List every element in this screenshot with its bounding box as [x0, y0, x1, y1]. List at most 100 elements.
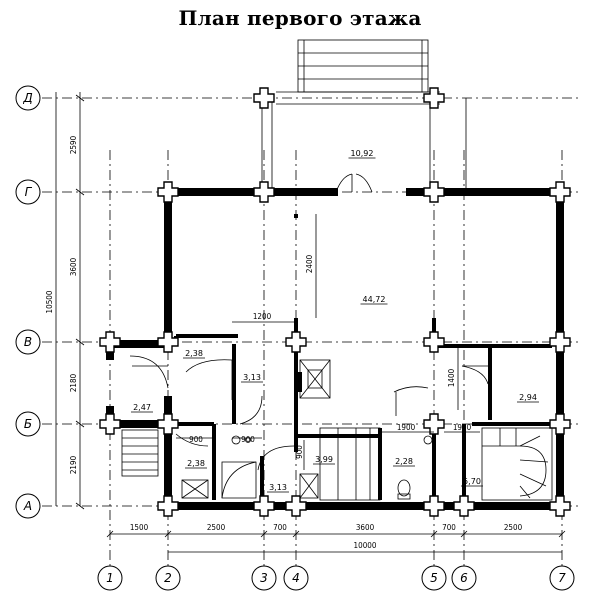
axis-label-col: 5 — [430, 571, 438, 585]
room-area-label: 3,13 — [269, 483, 287, 492]
axis-bubble-row — [15, 493, 41, 519]
stove — [299, 359, 331, 399]
vertical-dim-label: 3600 — [69, 257, 78, 276]
log-corner — [549, 495, 571, 517]
log-corners — [99, 87, 571, 517]
terrace-frame — [261, 91, 467, 192]
axis-bubble-row — [15, 85, 41, 111]
axis-label-col: 7 — [558, 571, 566, 585]
axis-label-row: Г — [25, 185, 33, 199]
log-corner — [423, 331, 445, 353]
stairs-entrance — [121, 429, 159, 477]
log-corner — [99, 413, 121, 435]
horizontal-dim-label: 2500 — [207, 523, 226, 532]
dim-tick — [75, 94, 85, 102]
overall-horizontal-dim: 10000 — [354, 541, 377, 550]
axis-label-col: 2 — [164, 571, 172, 585]
axis-bubble-col — [549, 565, 575, 591]
dim-tick — [75, 502, 85, 510]
axis-label-col: 1 — [106, 571, 114, 585]
axis-bubble-col — [421, 565, 447, 591]
log-corner — [157, 413, 179, 435]
axis-bubble-col — [283, 565, 309, 591]
log-corner — [423, 413, 445, 435]
porch-steps — [297, 39, 429, 93]
inner-dim-label: 1200 — [253, 312, 272, 321]
axis-bubble-row — [15, 179, 41, 205]
log-corner — [549, 331, 571, 353]
log-corner — [549, 181, 571, 203]
dim-tick — [106, 530, 114, 538]
axis-bubbles: Д Г В Б А 1 2 3 4 5 6 7 — [15, 85, 575, 591]
axis-bubble-row — [15, 329, 41, 355]
axis-label-row: Б — [24, 417, 32, 431]
overall-vertical-dim: 10500 — [45, 290, 54, 313]
horizontal-dim-label: 1500 — [130, 523, 149, 532]
inner-dim-label: 1900 — [397, 423, 416, 432]
room-area-label: 5,70 — [463, 477, 481, 486]
horizontal-dim-label: 2500 — [504, 523, 523, 532]
room-areas: 10,92 44,72 2,38 3,13 2,47 2,38 3,13 3,99 2,28 5,… — [131, 149, 539, 493]
log-corner — [423, 181, 445, 203]
log-corner — [157, 181, 179, 203]
dim-tick — [460, 530, 468, 538]
doors — [129, 173, 489, 471]
log-corner — [253, 87, 275, 109]
exterior-walls — [106, 188, 564, 510]
dim-tick — [164, 530, 172, 538]
axis-bubble-col — [155, 565, 181, 591]
inner-dim-label: 2400 — [305, 254, 314, 273]
inner-dim-label: 900 — [241, 435, 255, 444]
log-corner — [453, 495, 475, 517]
log-corner — [99, 331, 121, 353]
log-corner — [423, 87, 445, 109]
inner-dim-label: 900 — [295, 445, 304, 459]
bath-fixtures — [181, 435, 433, 500]
log-corner — [157, 495, 179, 517]
log-corner — [285, 495, 307, 517]
dim-tick — [75, 338, 85, 346]
log-corner — [157, 331, 179, 353]
axis-label-row: А — [23, 499, 32, 513]
inner-dim-label: 1400 — [447, 368, 456, 387]
room-area-label: 10,92 — [351, 149, 374, 158]
room-area-label: 2,47 — [133, 403, 151, 412]
inner-dim-label: 1900 — [453, 423, 472, 432]
plan-title: План первого этажа — [178, 6, 422, 30]
dim-tick — [260, 530, 268, 538]
log-corner — [253, 181, 275, 203]
stairs-spiral — [481, 427, 553, 501]
axis-bubble-col — [97, 565, 123, 591]
dim-tick — [75, 188, 85, 196]
vertical-dim-label: 2590 — [69, 135, 78, 154]
room-area-label: 44,72 — [363, 295, 386, 304]
room-area-label: 2,38 — [185, 349, 203, 358]
axis-label-row: В — [24, 335, 32, 349]
axis-bubble-col — [451, 565, 477, 591]
axis-label-row: Д — [22, 91, 32, 105]
room-area-label: 2,28 — [395, 457, 413, 466]
room-area-label: 2,38 — [187, 459, 205, 468]
axis-bubble-col — [251, 565, 277, 591]
horizontal-dim-label: 3600 — [356, 523, 375, 532]
dim-tick — [292, 530, 300, 538]
room-area-label: 2,94 — [519, 393, 537, 402]
axis-label-col: 6 — [460, 571, 468, 585]
vertical-dim-label: 2190 — [69, 455, 78, 474]
log-corner — [285, 331, 307, 353]
room-area-label: 3,99 — [315, 455, 333, 464]
axis-label-col: 3 — [260, 571, 268, 585]
axis-label-col: 4 — [292, 571, 300, 585]
log-corner — [253, 495, 275, 517]
dim-tick — [75, 420, 85, 428]
log-corner — [423, 495, 445, 517]
inner-dim-label: 900 — [189, 435, 203, 444]
horizontal-dim-label: 700 — [273, 523, 287, 532]
interior-walls — [174, 214, 552, 500]
log-corner — [549, 413, 571, 435]
axis-bubble-row — [15, 411, 41, 437]
room-area-label: 3,13 — [243, 373, 261, 382]
horizontal-dim-label: 700 — [442, 523, 456, 532]
